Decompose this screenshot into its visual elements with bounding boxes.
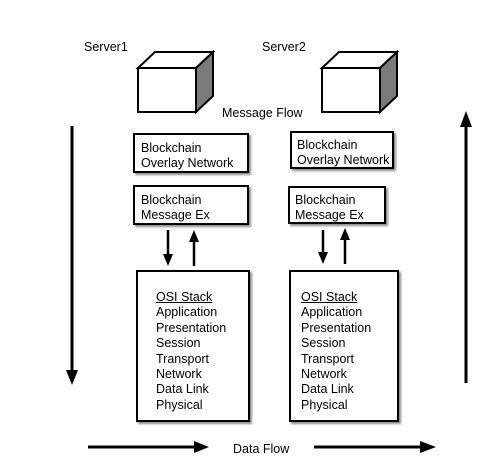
- server2-overlay-network-box: Blockchain Overlay Network: [290, 131, 394, 169]
- server2-overlay-line2: Overlay Network: [297, 153, 390, 167]
- server2-osi-stack-box: OSI Stack Application Presentation Sessi…: [289, 270, 399, 422]
- data-flow-left-arrow: [88, 441, 209, 453]
- server1-message-line1: Blockchain: [141, 193, 202, 207]
- server2-osi-layer: Application: [301, 305, 363, 320]
- server1-osi-layer: Presentation: [156, 320, 227, 335]
- server2-message-line1: Blockchain: [295, 193, 356, 207]
- server2-osi-title: OSI Stack: [301, 290, 358, 304]
- server2-cube-icon: [319, 49, 400, 115]
- server1-overlay-network-box: Blockchain Overlay Network: [133, 133, 249, 173]
- server1-osi-layer: Data Link: [156, 382, 209, 397]
- server2-up-arrow: [340, 228, 350, 264]
- server1-osi-layer: Physical: [156, 397, 203, 412]
- server2-message-line2: Message Ex: [295, 208, 364, 222]
- server1-label: Server1: [84, 40, 128, 54]
- server1-overlay-line1: Blockchain: [141, 141, 202, 155]
- server1-message-ex-box: Blockchain Message Ex: [133, 185, 249, 225]
- data-flow-label: Data Flow: [233, 442, 290, 456]
- server2-osi-layer: Presentation: [301, 320, 372, 335]
- server2-osi-layer: Network: [301, 367, 347, 382]
- server1-cube-icon: [135, 49, 216, 115]
- left-downward-arrow: [66, 126, 78, 385]
- right-upward-arrow: [460, 111, 472, 383]
- server1-down-arrow: [163, 230, 173, 266]
- server1-osi-layer: Session: [156, 336, 201, 351]
- server2-osi-layer: Data Link: [301, 382, 354, 397]
- server1-osi-layer: Application: [156, 305, 218, 320]
- server2-label: Server2: [262, 40, 306, 54]
- message-flow-label: Message Flow: [222, 106, 303, 120]
- server1-osi-stack-box: OSI Stack Application Presentation Sessi…: [136, 270, 250, 422]
- server2-down-arrow: [318, 230, 328, 264]
- server1-osi-layer: Transport: [156, 351, 210, 366]
- server2-overlay-line1: Blockchain: [297, 138, 358, 152]
- server1-osi-layer: Network: [156, 367, 202, 382]
- server1-up-arrow: [189, 230, 199, 266]
- server2-osi-layer: Transport: [301, 351, 355, 366]
- server1-osi-title: OSI Stack: [156, 290, 213, 304]
- server2-message-ex-box: Blockchain Message Ex: [288, 186, 386, 224]
- server2-osi-layer: Session: [301, 336, 346, 351]
- data-flow-right-arrow: [314, 441, 436, 453]
- server2-osi-layer: Physical: [301, 397, 348, 412]
- server1-message-line2: Message Ex: [141, 208, 210, 222]
- server1-overlay-line2: Overlay Network: [141, 156, 234, 170]
